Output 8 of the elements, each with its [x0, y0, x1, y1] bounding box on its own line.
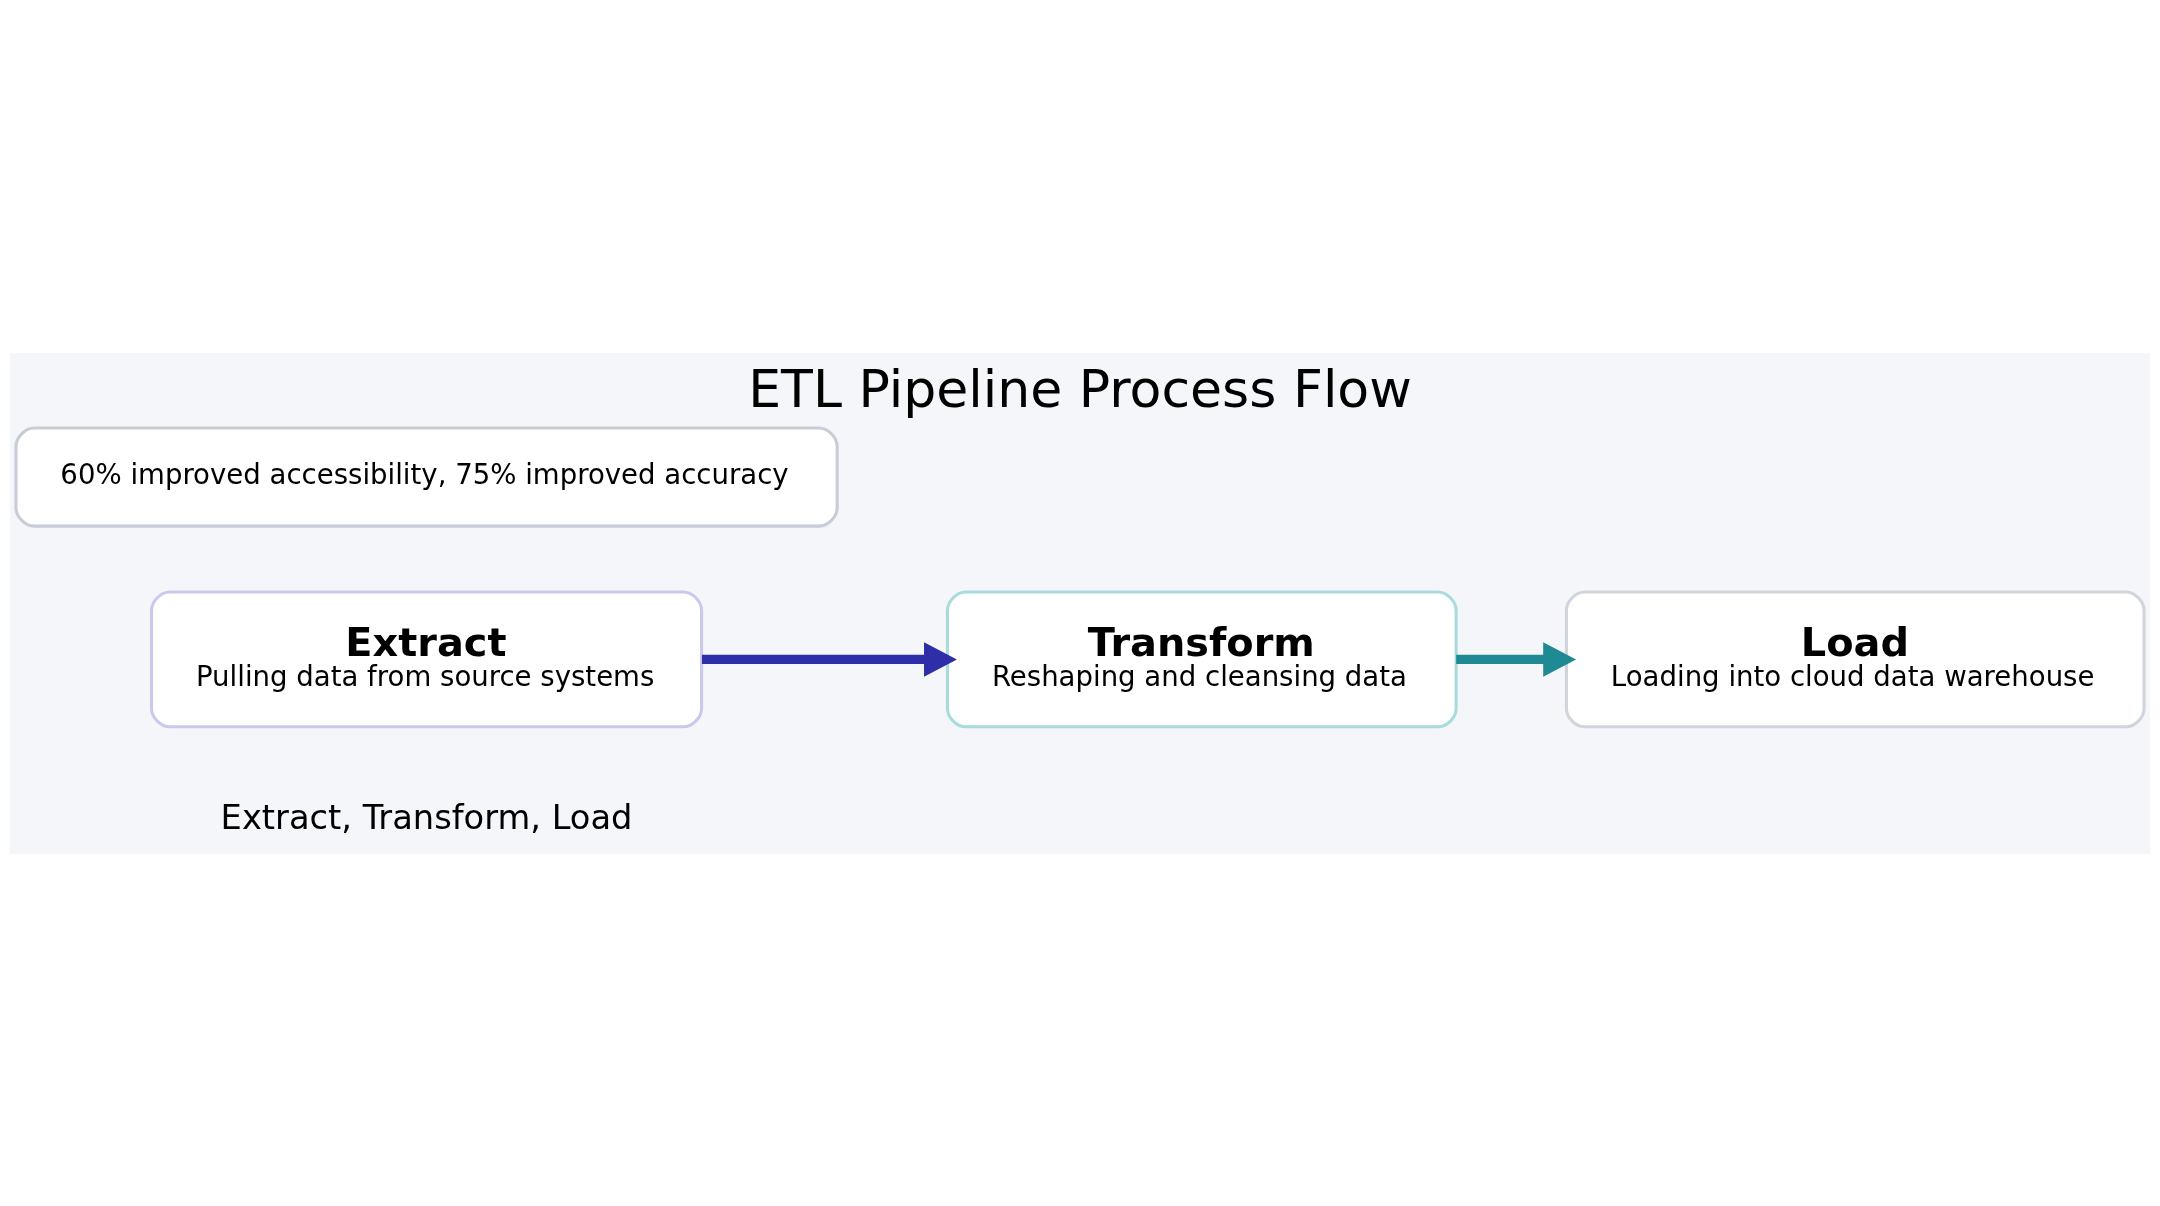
node-box: 60% improved accessibility, 75% improved accuracy	[14, 426, 839, 528]
node-box: Transform Reshaping and cleansing data	[945, 590, 1458, 728]
node-box: Load Loading into cloud data warehouse	[1564, 590, 2146, 728]
diagram-title: ETL Pipeline Process Flow	[748, 358, 1412, 419]
arrow	[701, 641, 957, 677]
node-box: Extract Pulling data from source systems	[150, 590, 704, 728]
arrow	[1456, 641, 1577, 677]
label: Extract, Transform, Load	[220, 797, 633, 837]
